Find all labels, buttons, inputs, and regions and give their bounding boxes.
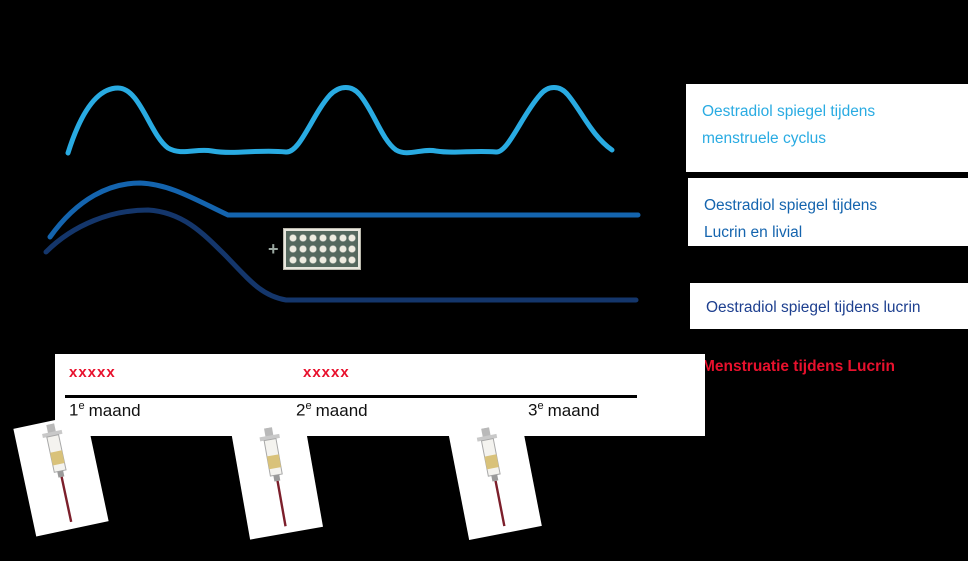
bleeding-marker: xxxxx (303, 364, 350, 381)
legend-lucrin-text: Oestradiol spiegel tijdens lucrin (706, 299, 921, 316)
curve-lucrin (43, 207, 639, 303)
syringe-icon (476, 427, 506, 527)
bleeding-marker: xxxxx (69, 364, 116, 381)
curve-lucrin-en-livial (47, 180, 641, 240)
plus-sign: + (268, 238, 279, 259)
timeline-axis (65, 395, 637, 398)
legend-menstruation-lucrin: Menstruatie tijdens Lucrin (702, 358, 895, 375)
lucrin-injection-photo (231, 418, 323, 540)
lucrin-injection-photo (448, 417, 542, 541)
legend-menstrual-line2: menstruele cyclus (702, 130, 827, 148)
legend-lucrin-livial-line1: Oestradiol spiegel tijdens (704, 197, 878, 214)
curve-menstrual-cycle (65, 85, 615, 156)
syringe-icon (42, 423, 73, 523)
legend-lucrin: Oestradiol spiegel tijdens lucrin (690, 283, 968, 329)
legend-lucrin-livial-line2: Lucrin en livial (704, 224, 803, 242)
pill-pack-icon (282, 228, 361, 270)
legend-menstrual-line1: Oestradiol spiegel tijdens (702, 103, 876, 120)
syringe-icon (259, 427, 287, 527)
legend-lucrin-livial: Oestradiol spiegel tijdens Lucrin en liv… (688, 178, 968, 246)
livial-pill-annotation: + (268, 228, 361, 270)
lucrin-injection-photo (13, 413, 109, 537)
legend-menstrual-cycle: Oestradiol spiegel tijdens menstruele cy… (686, 84, 968, 172)
